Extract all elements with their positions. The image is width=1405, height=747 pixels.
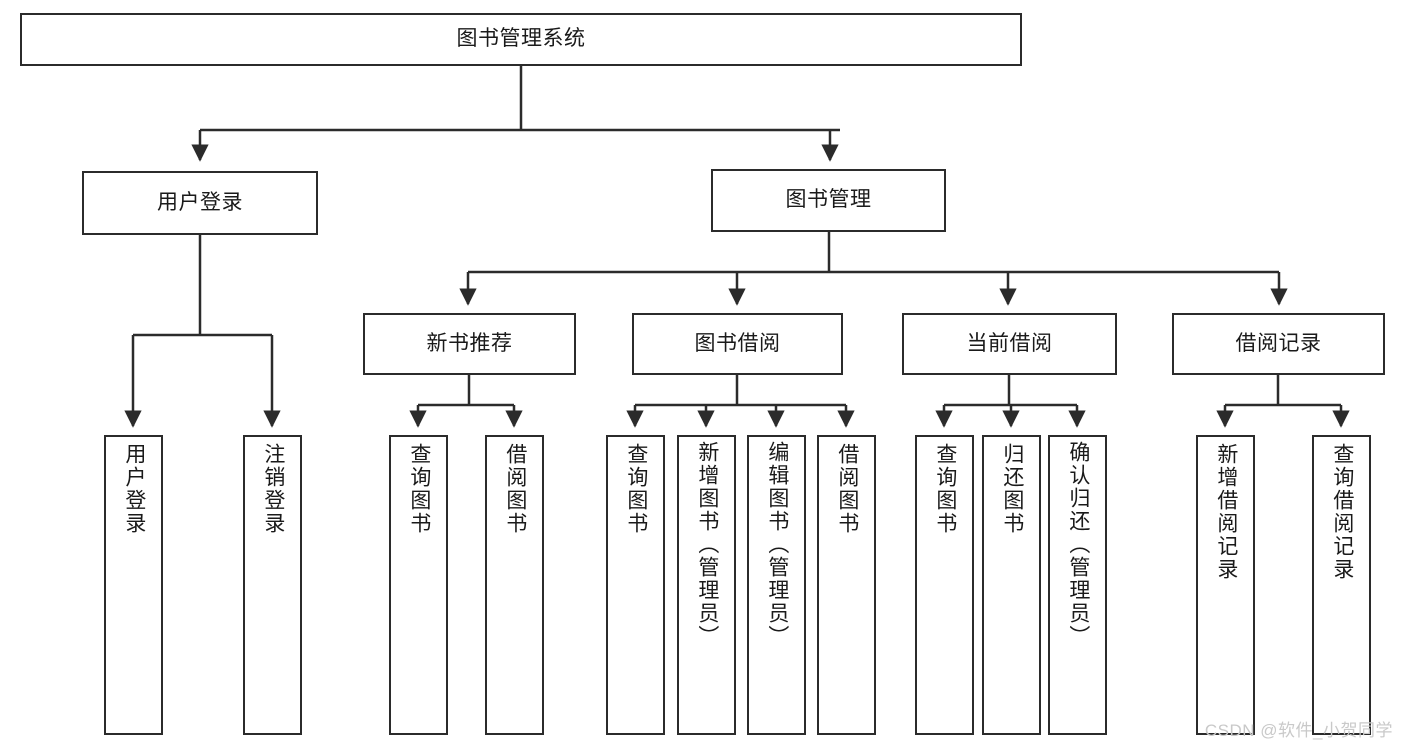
node-leaf-add-record-label: 新增借阅记录 bbox=[1214, 443, 1238, 581]
node-leaf-confirm-return[interactable]: 确认归还（管理员） bbox=[1048, 435, 1107, 735]
watermark: CSDN @软件_小贺同学 bbox=[1204, 721, 1393, 740]
node-leaf-query-book-3-label: 查询图书 bbox=[933, 443, 957, 535]
node-leaf-query-record[interactable]: 查询借阅记录 bbox=[1312, 435, 1371, 735]
node-book-borrow-label: 图书借阅 bbox=[694, 331, 781, 355]
node-leaf-query-book-1[interactable]: 查询图书 bbox=[389, 435, 448, 735]
node-leaf-user-login[interactable]: 用户登录 bbox=[104, 435, 163, 735]
node-leaf-edit-book[interactable]: 编辑图书（管理员） bbox=[747, 435, 806, 735]
node-leaf-add-record[interactable]: 新增借阅记录 bbox=[1196, 435, 1255, 735]
node-leaf-query-book-1-label: 查询图书 bbox=[407, 443, 431, 535]
node-new-book-recommend-label: 新书推荐 bbox=[426, 331, 513, 355]
node-user-login-label: 用户登录 bbox=[157, 190, 243, 214]
node-leaf-query-book-2[interactable]: 查询图书 bbox=[606, 435, 665, 735]
node-leaf-borrow-book-2[interactable]: 借阅图书 bbox=[817, 435, 876, 735]
node-leaf-logout-label: 注销登录 bbox=[261, 443, 285, 535]
node-leaf-borrow-book-2-label: 借阅图书 bbox=[835, 443, 859, 535]
node-leaf-query-record-label: 查询借阅记录 bbox=[1330, 443, 1354, 581]
node-root[interactable]: 图书管理系统 bbox=[20, 13, 1022, 66]
node-leaf-borrow-book-1-label: 借阅图书 bbox=[503, 443, 527, 535]
node-leaf-borrow-book-1[interactable]: 借阅图书 bbox=[485, 435, 544, 735]
node-borrow-record[interactable]: 借阅记录 bbox=[1172, 313, 1385, 375]
node-current-borrow[interactable]: 当前借阅 bbox=[902, 313, 1117, 375]
node-leaf-edit-book-label: 编辑图书（管理员） bbox=[765, 441, 789, 648]
node-user-login[interactable]: 用户登录 bbox=[82, 171, 318, 235]
node-leaf-user-login-label: 用户登录 bbox=[122, 443, 146, 535]
node-leaf-query-book-2-label: 查询图书 bbox=[624, 443, 648, 535]
node-root-label: 图书管理系统 bbox=[456, 27, 586, 51]
node-book-manage[interactable]: 图书管理 bbox=[711, 169, 946, 232]
node-borrow-record-label: 借阅记录 bbox=[1235, 331, 1322, 355]
node-leaf-query-book-3[interactable]: 查询图书 bbox=[915, 435, 974, 735]
node-current-borrow-label: 当前借阅 bbox=[966, 331, 1053, 355]
node-leaf-confirm-return-label: 确认归还（管理员） bbox=[1066, 441, 1090, 648]
node-leaf-logout[interactable]: 注销登录 bbox=[243, 435, 302, 735]
node-book-manage-label: 图书管理 bbox=[785, 188, 872, 212]
node-book-borrow[interactable]: 图书借阅 bbox=[632, 313, 843, 375]
node-leaf-return-book[interactable]: 归还图书 bbox=[982, 435, 1041, 735]
node-leaf-return-book-label: 归还图书 bbox=[1000, 443, 1024, 535]
node-leaf-add-book[interactable]: 新增图书（管理员） bbox=[677, 435, 736, 735]
node-leaf-add-book-label: 新增图书（管理员） bbox=[695, 441, 719, 648]
node-new-book-recommend[interactable]: 新书推荐 bbox=[363, 313, 576, 375]
